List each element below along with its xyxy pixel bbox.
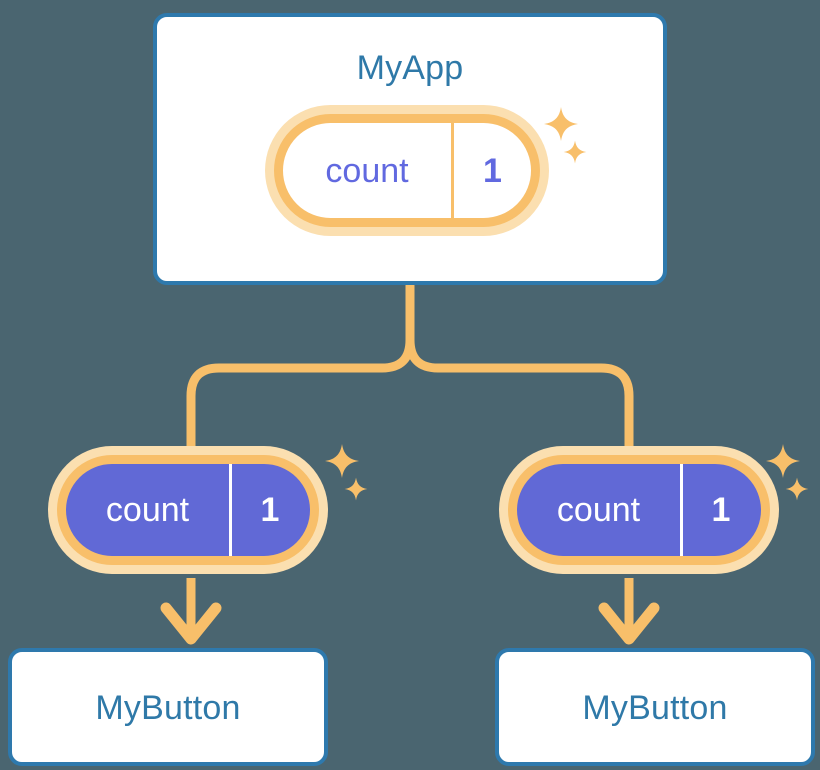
sparkle-icon-small [785,477,809,501]
state-pill-body[interactable]: count 1 [57,455,319,565]
state-pill-key: count [105,491,190,529]
state-pill-body[interactable]: count 1 [274,114,540,227]
state-pill-mybutton-left[interactable]: count 1 [57,455,319,565]
state-pill-key: count [325,151,409,190]
component-box-mybutton-left[interactable]: MyButton [8,648,328,766]
state-pill-value: 1 [680,464,759,556]
component-title-myapp: MyApp [356,49,464,87]
state-pill-body[interactable]: count 1 [508,455,770,565]
sparkle-icon [325,444,359,478]
state-pill-mybutton-right[interactable]: count 1 [508,455,770,565]
component-title-mybutton: MyButton [582,689,728,727]
sparkle-icon [766,444,800,478]
state-pill-key: count [556,491,641,529]
component-title-mybutton: MyButton [95,689,241,727]
sparkle-icon-small [344,477,368,501]
state-pill-value: 1 [229,464,308,556]
component-box-mybutton-right[interactable]: MyButton [495,648,815,766]
state-pill-myapp[interactable]: count 1 [274,114,540,227]
state-pill-value: 1 [451,123,531,218]
